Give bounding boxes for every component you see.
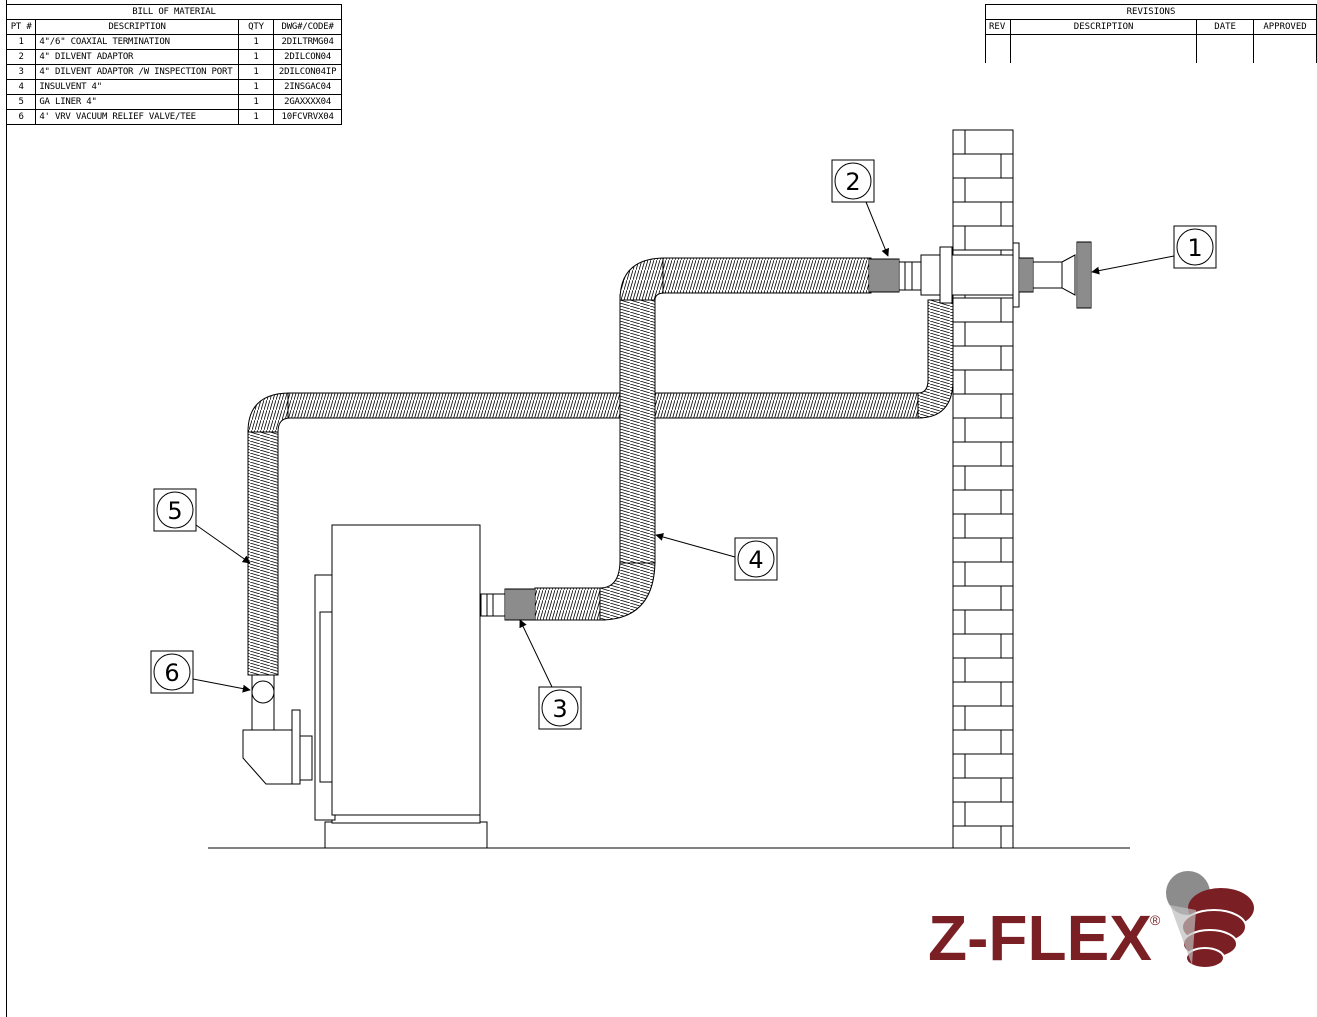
bom-cell: 4 — [5, 79, 37, 95]
callout-1-label: 1 — [1187, 234, 1202, 262]
callout-2: 2 — [831, 159, 889, 257]
rev-cell — [1196, 34, 1255, 63]
bom-cell: 1 — [237, 79, 275, 95]
brick-wall — [952, 129, 1014, 849]
callout-2-label: 2 — [845, 168, 860, 196]
callout-4-label: 4 — [748, 546, 763, 574]
dilvent-inspection-adaptor — [480, 588, 536, 621]
bom-cell: 6 — [5, 109, 37, 125]
bill-of-material-table: BILL OF MATERIAL PT # DESCRIPTION QTY DW… — [5, 4, 342, 125]
table-row: 3 4" DILVENT ADAPTOR /W INSPECTION PORT … — [5, 64, 342, 80]
rev-cell — [985, 34, 1011, 63]
rev-header-rev: REV — [985, 19, 1011, 35]
callout-3-label: 3 — [552, 695, 567, 723]
callout-3: 3 — [519, 619, 582, 730]
callout-5-label: 5 — [167, 497, 182, 525]
bom-cell: 1 — [237, 109, 275, 125]
rev-header-approved: APPROVED — [1253, 19, 1317, 35]
callout-5: 5 — [153, 488, 251, 564]
table-row: 6 4' VRV VACUUM RELIEF VALVE/TEE 1 10FCV… — [5, 109, 342, 125]
callout-4: 4 — [655, 533, 778, 581]
z-flex-logo: Z-FLEX ® — [928, 871, 1254, 974]
sheet-border — [6, 0, 7, 1017]
ga-liner-pipe — [247, 299, 954, 676]
callout-1: 1 — [1091, 225, 1217, 275]
revisions-table: REVISIONS REV DESCRIPTION DATE APPROVED — [985, 4, 1317, 63]
callout-6-label: 6 — [164, 659, 179, 687]
registered-mark: ® — [1150, 912, 1161, 928]
logo-wordmark: Z-FLEX — [928, 902, 1152, 974]
bom-cell: 10FCVRVX04 — [273, 109, 342, 125]
table-row — [985, 34, 1317, 63]
rev-header-description: DESCRIPTION — [1009, 19, 1198, 35]
dilvent-adaptor — [868, 258, 922, 293]
logo-rings-icon — [1166, 871, 1254, 969]
callout-6: 6 — [150, 650, 251, 694]
vrv-tee — [242, 674, 313, 785]
insulvent-pipe — [534, 257, 872, 621]
coaxial-termination — [920, 241, 1092, 309]
appliance — [314, 524, 488, 849]
rev-cell — [1009, 34, 1198, 63]
rev-cell — [1253, 34, 1317, 63]
